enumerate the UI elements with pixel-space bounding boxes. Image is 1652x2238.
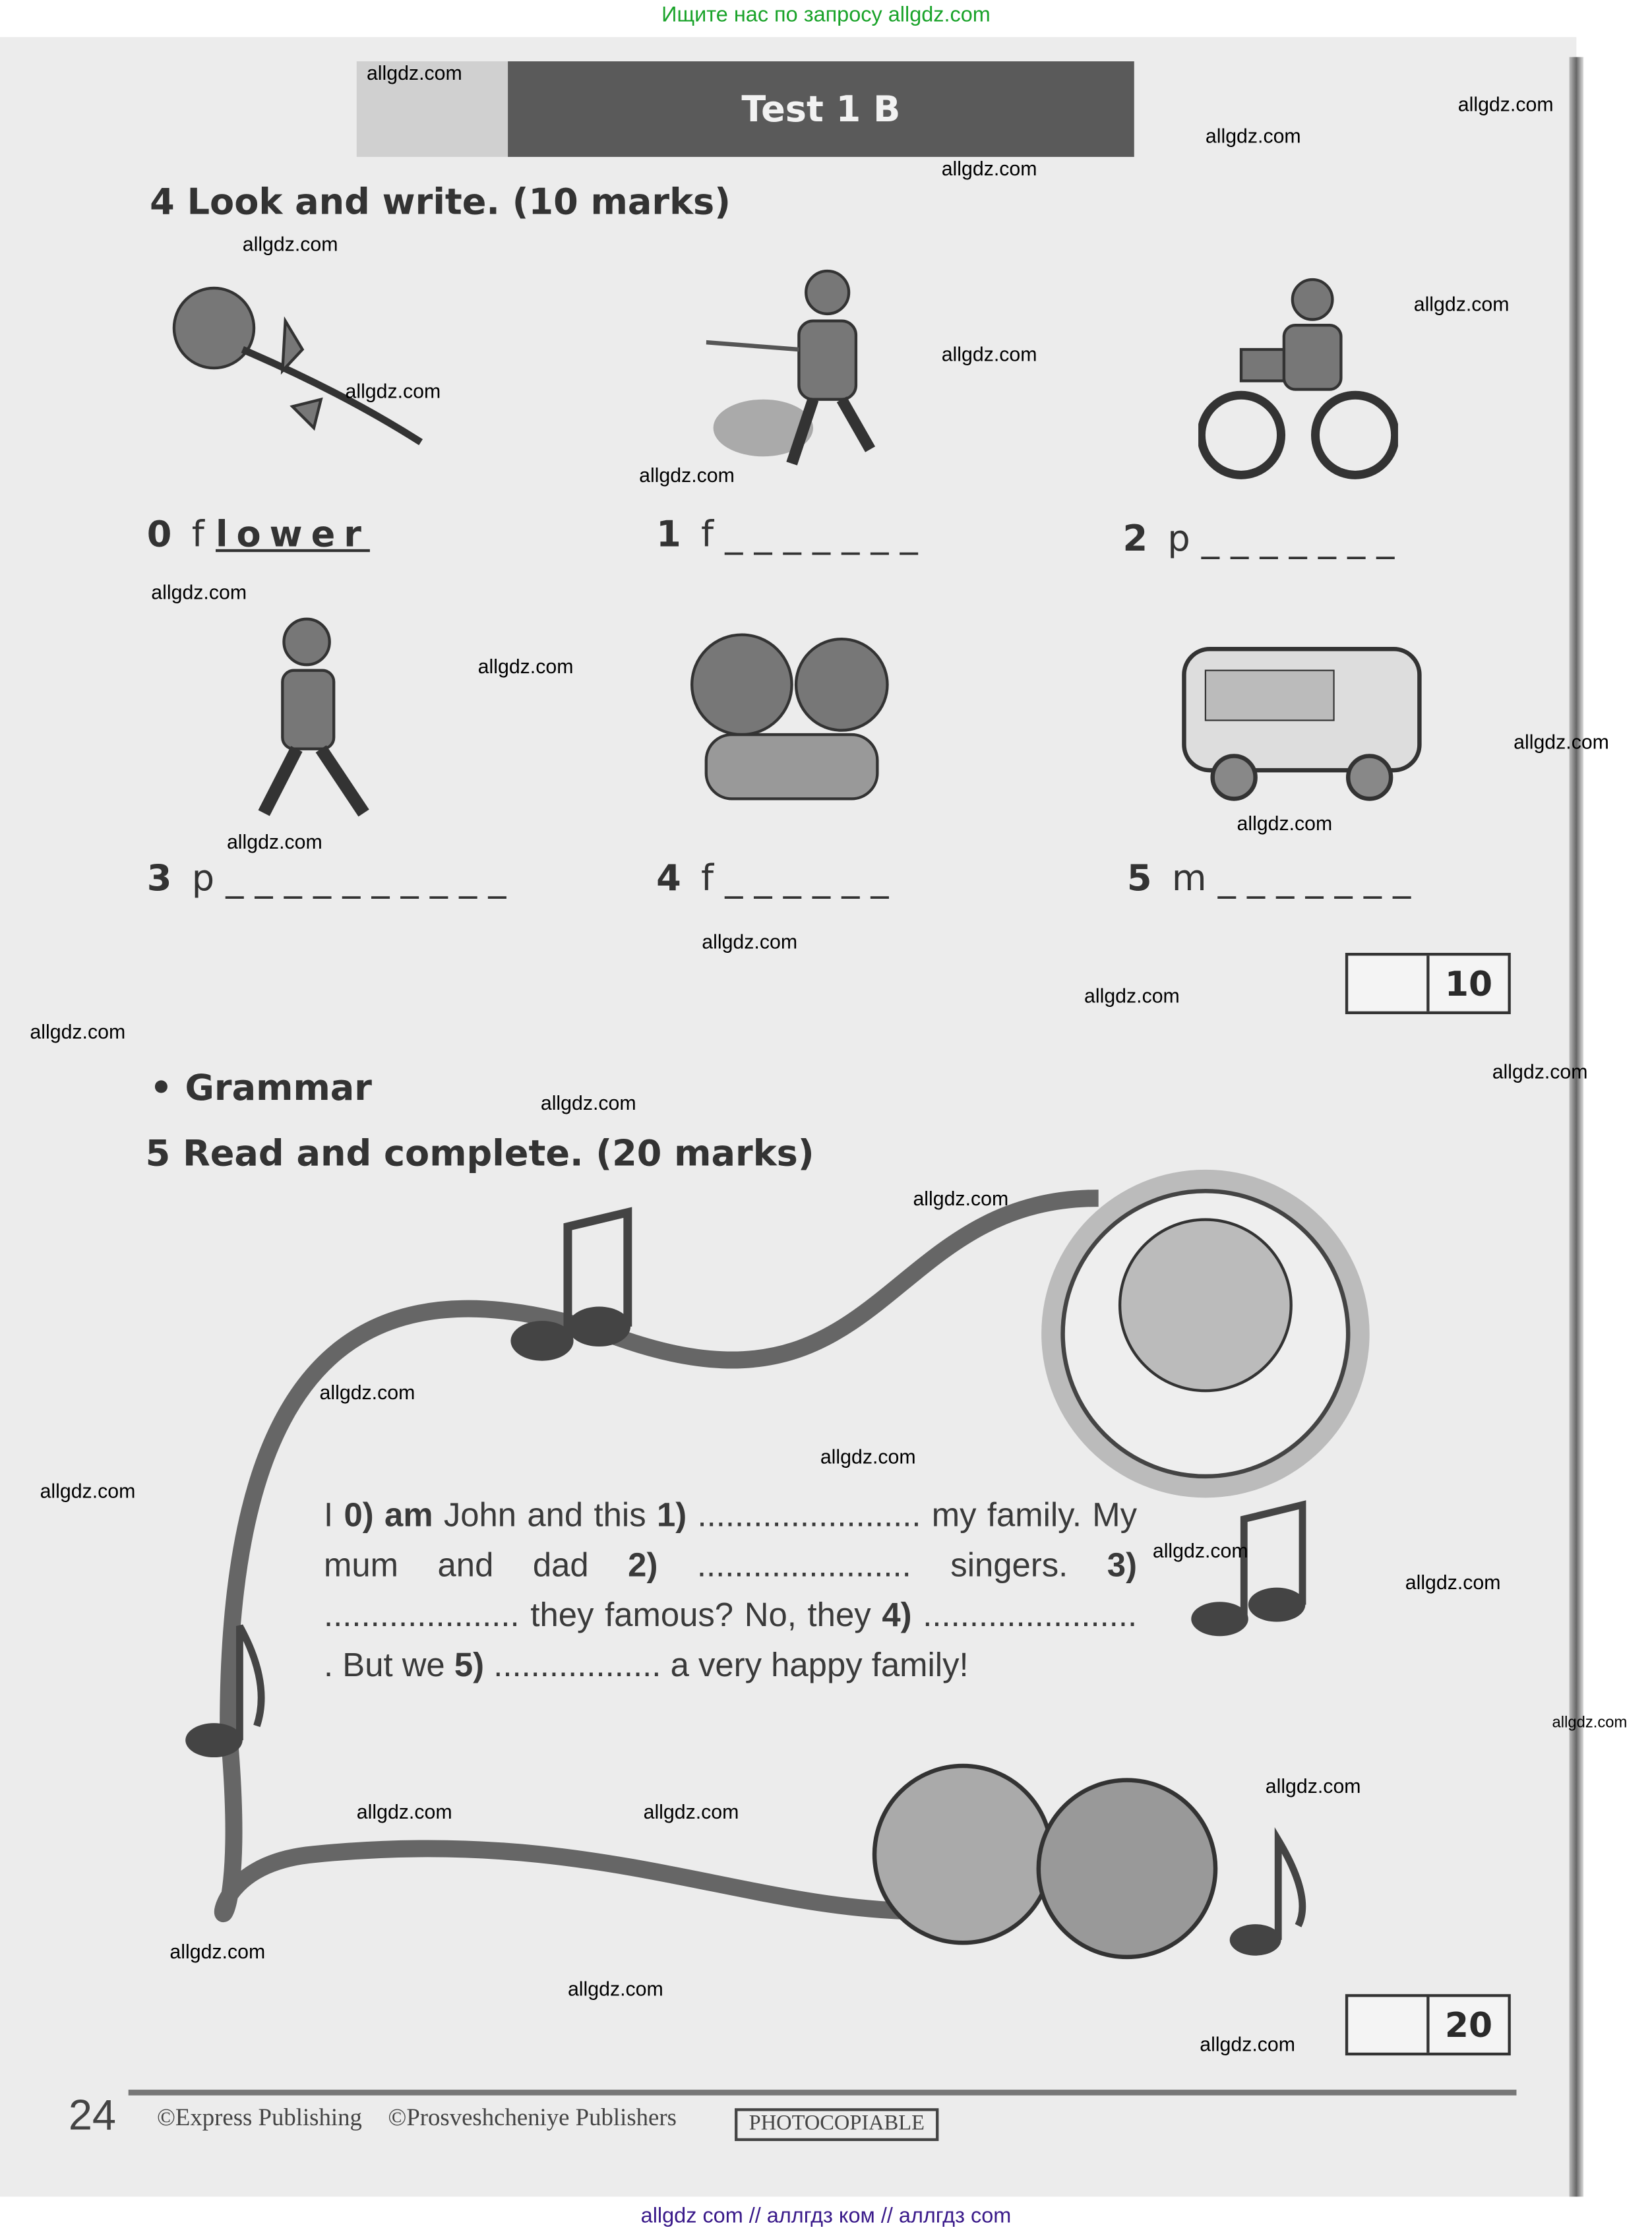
watermark: allgdz.com <box>1084 984 1180 1008</box>
blank-4[interactable]: ....................... <box>911 1596 1138 1633</box>
watermark: allgdz.com <box>941 342 1037 365</box>
watermark: allgdz.com <box>1514 730 1609 754</box>
watermark: allgdz.com <box>169 1939 266 1963</box>
score-box-ex5: 20 <box>1345 1994 1511 2056</box>
footer-divider <box>128 2090 1517 2096</box>
watermark: allgdz.com <box>567 1977 663 2000</box>
section-grammar: • Grammar <box>150 1067 372 1108</box>
exercise-5-title: 5 Read and complete. (20 marks) <box>145 1132 814 1174</box>
bottom-banner[interactable]: allgdz com // аллгдз ком // аллгдз com <box>640 2204 1012 2228</box>
blank-3[interactable]: ..................... <box>324 1596 531 1633</box>
watermark: allgdz.com <box>242 232 338 256</box>
firefighter-image <box>706 269 876 466</box>
photocopiable-badge: PHOTOCOPIABLE <box>735 2108 939 2141</box>
watermark: allgdz.com <box>643 1799 739 1823</box>
watermark: allgdz.com <box>1413 292 1510 316</box>
score-input[interactable] <box>1348 955 1430 1012</box>
rose-image <box>172 286 423 446</box>
reading-text: I 0) am John and this 1) ...............… <box>324 1496 1138 1683</box>
search-banner[interactable]: Ищите нас по запросу allgdz.com <box>661 3 991 28</box>
worksheet-page <box>0 37 1577 2197</box>
score-max: 10 <box>1444 963 1493 1004</box>
watermark: allgdz.com <box>820 1445 916 1468</box>
publisher-express: ©Express Publishing <box>156 2103 362 2131</box>
exercise-4-title: 4 Look and write. (10 marks) <box>150 181 731 223</box>
watermark: allgdz.com <box>30 1019 126 1043</box>
example-answer: lower <box>216 513 370 555</box>
watermark: allgdz.com <box>1200 2032 1296 2056</box>
blank-5[interactable]: .................. <box>484 1646 671 1683</box>
score-max: 20 <box>1444 2005 1493 2045</box>
watermark: allgdz.com <box>639 464 735 487</box>
watermark: allgdz.com <box>702 930 798 953</box>
music-illustration <box>185 1169 1370 1960</box>
policeman-image <box>258 617 369 817</box>
watermark: allgdz.com <box>477 654 574 678</box>
friends-image <box>690 633 889 801</box>
watermark: allgdz.com <box>913 1186 1009 1210</box>
page-number: 24 <box>68 2092 117 2140</box>
milk-van-image <box>1182 647 1422 801</box>
score-box-ex4: 10 <box>1345 953 1511 1015</box>
watermark: allgdz.com <box>40 1479 136 1502</box>
blank-2[interactable]: ....................... <box>658 1546 951 1584</box>
watermark: allgdz.com <box>1492 1060 1588 1083</box>
watermark: allgdz.com <box>319 1380 415 1404</box>
watermark: allgdz.com <box>151 580 247 604</box>
watermark: allgdz.com <box>366 61 462 84</box>
watermark: allgdz.com <box>540 1091 636 1114</box>
watermark: allgdz.com <box>1237 811 1333 835</box>
watermark: allgdz.com <box>226 830 322 853</box>
header-band <box>356 61 508 157</box>
page-spine-shadow <box>1569 57 1584 2197</box>
blank-1[interactable]: ........................ <box>687 1496 932 1534</box>
watermark: allgdz.com <box>1457 92 1554 116</box>
watermark: allgdz.com <box>1552 1714 1628 1732</box>
watermark: allgdz.com <box>1205 124 1301 147</box>
watermark: allgdz.com <box>1265 1774 1361 1798</box>
publisher-prosveshcheniye: ©Prosveshcheniye Publishers <box>388 2103 677 2131</box>
postman-image <box>1198 278 1398 479</box>
watermark: allgdz.com <box>1152 1539 1248 1562</box>
watermark: allgdz.com <box>345 379 441 403</box>
test-title: Test 1 B <box>508 61 1134 157</box>
watermark: allgdz.com <box>941 156 1037 180</box>
watermark: allgdz.com <box>356 1799 452 1823</box>
watermark: allgdz.com <box>1405 1570 1501 1594</box>
score-input[interactable] <box>1348 1997 1430 2053</box>
